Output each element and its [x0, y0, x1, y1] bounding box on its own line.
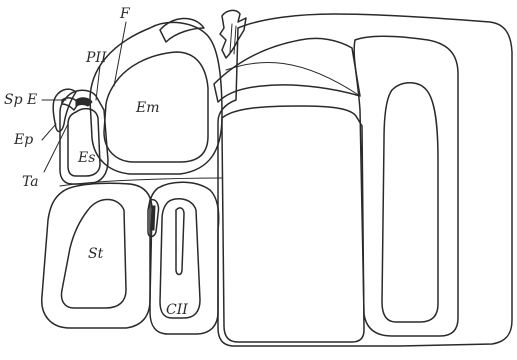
label-ta: Ta	[22, 174, 39, 190]
label-f: F	[119, 6, 131, 22]
dorsal-channel	[354, 36, 458, 336]
cii-inner	[160, 199, 200, 318]
label-st: St	[88, 246, 104, 262]
spe-dark	[76, 98, 92, 106]
label-pii: PII	[85, 50, 107, 66]
label-em: Em	[135, 100, 160, 116]
label-spe: Sp E	[4, 92, 37, 108]
ep-structure	[53, 89, 76, 131]
label-cii: CII	[166, 302, 188, 318]
top-process	[220, 10, 246, 58]
septum-pillar-dark	[151, 206, 155, 230]
label-ep: Ep	[13, 132, 33, 148]
central-box	[222, 106, 364, 342]
cii-slit	[176, 208, 184, 275]
leader-ep	[42, 124, 56, 140]
dorsal-chamber	[382, 83, 438, 322]
label-es: Es	[77, 150, 95, 166]
posterior-body-outline	[218, 14, 512, 346]
leader-ta	[44, 124, 68, 172]
